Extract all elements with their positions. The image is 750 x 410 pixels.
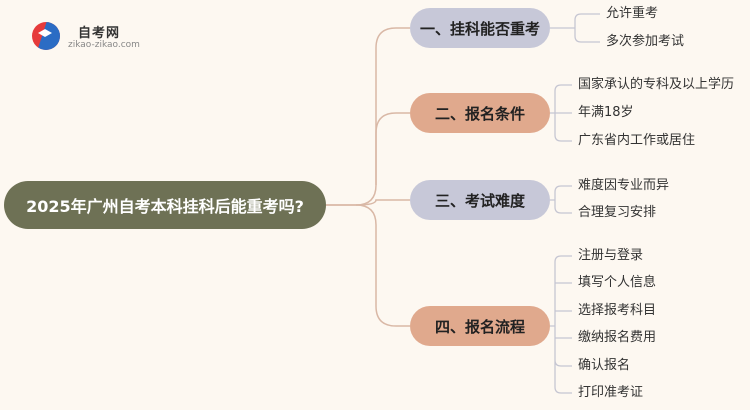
leaf-4-5: 确认报名	[578, 358, 631, 373]
branch-4: 四、报名流程	[410, 306, 550, 346]
root-topic: 2025年广州自考本科挂科后能重考吗?	[4, 181, 326, 229]
leaf-4-6: 打印准考证	[578, 385, 644, 400]
connector-branch1-leaves	[550, 13, 600, 43]
leaf-2-3: 广东省内工作或居住	[578, 133, 696, 148]
leaf-4-3: 选择报考科目	[578, 303, 657, 318]
leaf-3-1: 难度因专业而异	[578, 178, 670, 193]
leaf-4-1: 注册与登录	[578, 248, 644, 263]
logo-title: 自考网	[78, 26, 121, 41]
leaf-1-1: 允许重考	[606, 6, 659, 21]
leaf-2-2: 年满18岁	[578, 105, 634, 120]
logo-subtitle: zikao-zikao.com	[68, 40, 140, 50]
branch-1: 一、挂科能否重考	[410, 8, 550, 48]
site-logo[interactable]: 自考网 zikao-zikao.com	[32, 20, 142, 54]
connector-root-branch-2	[375, 112, 410, 185]
connector-branch2-leaves	[550, 84, 572, 142]
leaf-2-1: 国家承认的专科及以上学历	[578, 77, 735, 92]
branch-2: 二、报名条件	[410, 93, 550, 133]
graduation-cap-icon	[38, 29, 52, 37]
connector-branch3-leaves	[550, 185, 572, 214]
leaf-3-2: 合理复习安排	[578, 205, 657, 220]
connector-root-branch-4	[355, 204, 410, 327]
leaf-4-2: 填写个人信息	[578, 275, 657, 290]
connector-branch4-leaves	[550, 255, 572, 394]
leaf-4-4: 缴纳报名费用	[578, 330, 657, 345]
leaf-1-2: 多次参加考试	[606, 34, 685, 49]
connector-root-branch-1	[326, 27, 410, 206]
branch-3: 三、考试难度	[410, 180, 550, 220]
